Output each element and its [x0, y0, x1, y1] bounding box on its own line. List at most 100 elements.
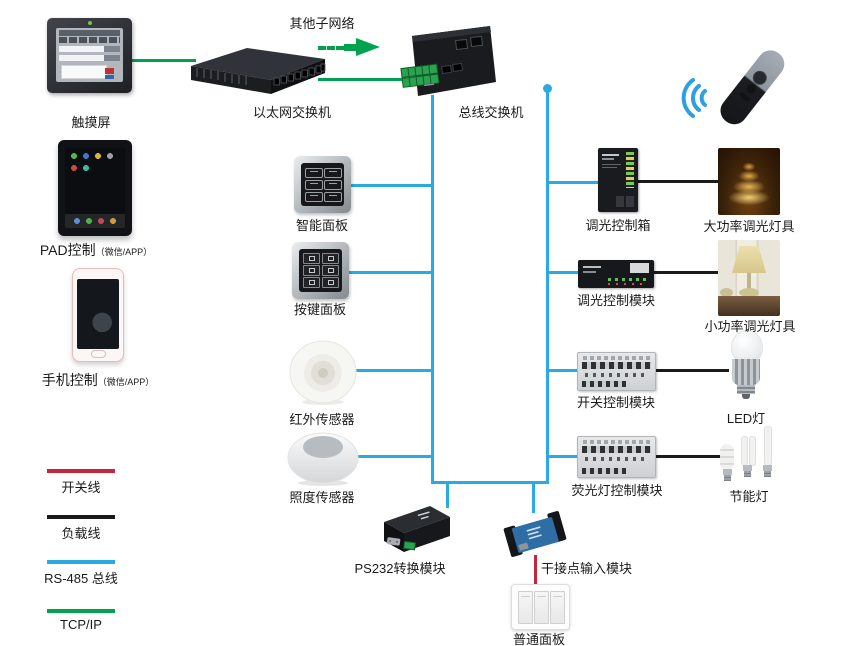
touchscreen-label: 触摸屏 — [71, 115, 111, 130]
connector — [616, 196, 624, 207]
ir-sensor-label: 红外传感器 — [289, 412, 355, 427]
dimming-module-label: 调光控制模块 — [576, 293, 656, 308]
device-text — [602, 154, 619, 156]
bulb-contact-tip — [742, 394, 750, 399]
green-led-row — [608, 278, 648, 281]
legend-load-line-swatch — [47, 515, 115, 519]
lux-sensor-label: 照度传感器 — [289, 490, 355, 505]
ethernet-switch-label: 以太网交换机 — [252, 105, 332, 120]
pad-label-main: PAD控制 — [39, 242, 96, 258]
u-tube-cfl — [741, 436, 748, 466]
touchscreen-device — [47, 18, 132, 93]
cfl-lamps-image — [720, 426, 778, 482]
dry-contact-module-label: 干接点输入模块 — [541, 561, 633, 576]
bulb-screw-base — [737, 385, 755, 394]
vent-slots — [196, 68, 247, 85]
pad-label-sub: （微信/APP） — [95, 247, 153, 257]
legend-switch-line-swatch — [47, 469, 115, 473]
smart-panel-screen — [301, 163, 344, 206]
rs485-branch-switch-module — [549, 369, 578, 372]
touchscreen-display — [56, 28, 123, 82]
led-bulb-image — [727, 330, 765, 408]
phone-device — [72, 268, 124, 362]
legend-load-line-label: 负载线 — [61, 526, 101, 541]
connector — [626, 196, 634, 207]
tcpip-arrow-head — [356, 38, 380, 56]
wifi-signal-icon — [681, 78, 707, 118]
load-line-dimming-module-lamp — [654, 271, 718, 274]
device-text — [424, 83, 435, 87]
smart-panel-device — [294, 156, 351, 213]
bulb-base — [743, 465, 752, 471]
ps232-module-label: PS232转换模块 — [354, 561, 446, 576]
panel-key — [322, 253, 339, 264]
device-text — [526, 526, 542, 540]
phone-screen — [77, 279, 119, 349]
rj45-ports — [273, 63, 326, 86]
rs485-bus-node-dot — [543, 84, 552, 93]
ir-sensor-device — [289, 340, 357, 405]
led-indicators — [626, 152, 634, 188]
rs485-branch-dimming-box — [549, 181, 599, 184]
phone-home-button — [91, 350, 106, 358]
terminal-row — [582, 446, 651, 453]
load-line-switch-module-led — [654, 369, 729, 372]
rs485-branch-dimming-module — [549, 271, 579, 274]
lamp-shade — [732, 246, 766, 273]
rs485-bus-vertical-left — [431, 95, 434, 484]
device-text — [602, 167, 617, 168]
rs485-branch-fluorescent-module — [549, 455, 578, 458]
rs485-drop-ps232 — [446, 484, 449, 508]
screen-blue-chip — [105, 75, 114, 79]
bulb-base — [722, 469, 732, 475]
dry-contact-module-device — [503, 511, 567, 557]
panel-key — [305, 180, 323, 190]
device-text — [417, 511, 430, 520]
device-text — [583, 266, 601, 268]
pad-tablet-device — [58, 140, 132, 236]
bulb-base — [762, 465, 772, 471]
device-text — [583, 356, 650, 360]
serial-connector — [518, 542, 529, 551]
power-led — [88, 21, 92, 25]
rs485-branch-key-panel — [348, 271, 434, 274]
other-network-label: 其他子网络 — [289, 16, 355, 31]
ethernet-switch-device — [191, 48, 326, 94]
high-power-lamp-label: 大功率调光灯具 — [703, 219, 795, 234]
rs485-drop-dry-contact — [532, 484, 535, 513]
rocker-switch — [550, 591, 565, 624]
pad-label: PAD控制（微信/APP） — [40, 240, 152, 260]
load-line-fluorescent-module-cfl — [654, 455, 722, 458]
panel-key — [303, 277, 320, 288]
pad-dock — [65, 214, 125, 228]
rocker-switch — [534, 591, 549, 624]
legend-tcpip-label: TCP/IP — [60, 617, 102, 632]
green-terminal — [403, 540, 417, 551]
key-panel-screen — [299, 249, 342, 292]
led-row — [585, 457, 645, 461]
red-led-row — [608, 283, 648, 285]
stick-cfl — [764, 426, 772, 466]
energy-saving-lamp-label: 节能灯 — [729, 489, 769, 504]
bulb-heatsink — [732, 359, 760, 385]
panel-key — [305, 192, 323, 202]
ps232-module-device — [384, 506, 450, 552]
lux-sensor-device — [287, 432, 359, 486]
phone-label-main: 手机控制 — [41, 372, 98, 388]
legend-switch-line-label: 开关线 — [61, 480, 101, 495]
screen-red-chip — [105, 68, 114, 74]
panel-key — [303, 265, 320, 276]
screen-row-value — [104, 55, 120, 61]
decor-plant — [720, 288, 733, 297]
screen-buttons — [59, 37, 120, 43]
key-panel-device — [292, 242, 349, 299]
remote-control-device — [681, 50, 785, 125]
led-lamp-label: LED灯 — [726, 411, 766, 426]
device-text — [602, 158, 614, 160]
rs485-branch-lux-sensor — [358, 455, 434, 458]
dimming-module-device — [578, 260, 654, 288]
fiber-modules — [441, 62, 464, 75]
green-terminal-block — [400, 63, 440, 88]
tcpip-dashed-line — [318, 46, 344, 50]
